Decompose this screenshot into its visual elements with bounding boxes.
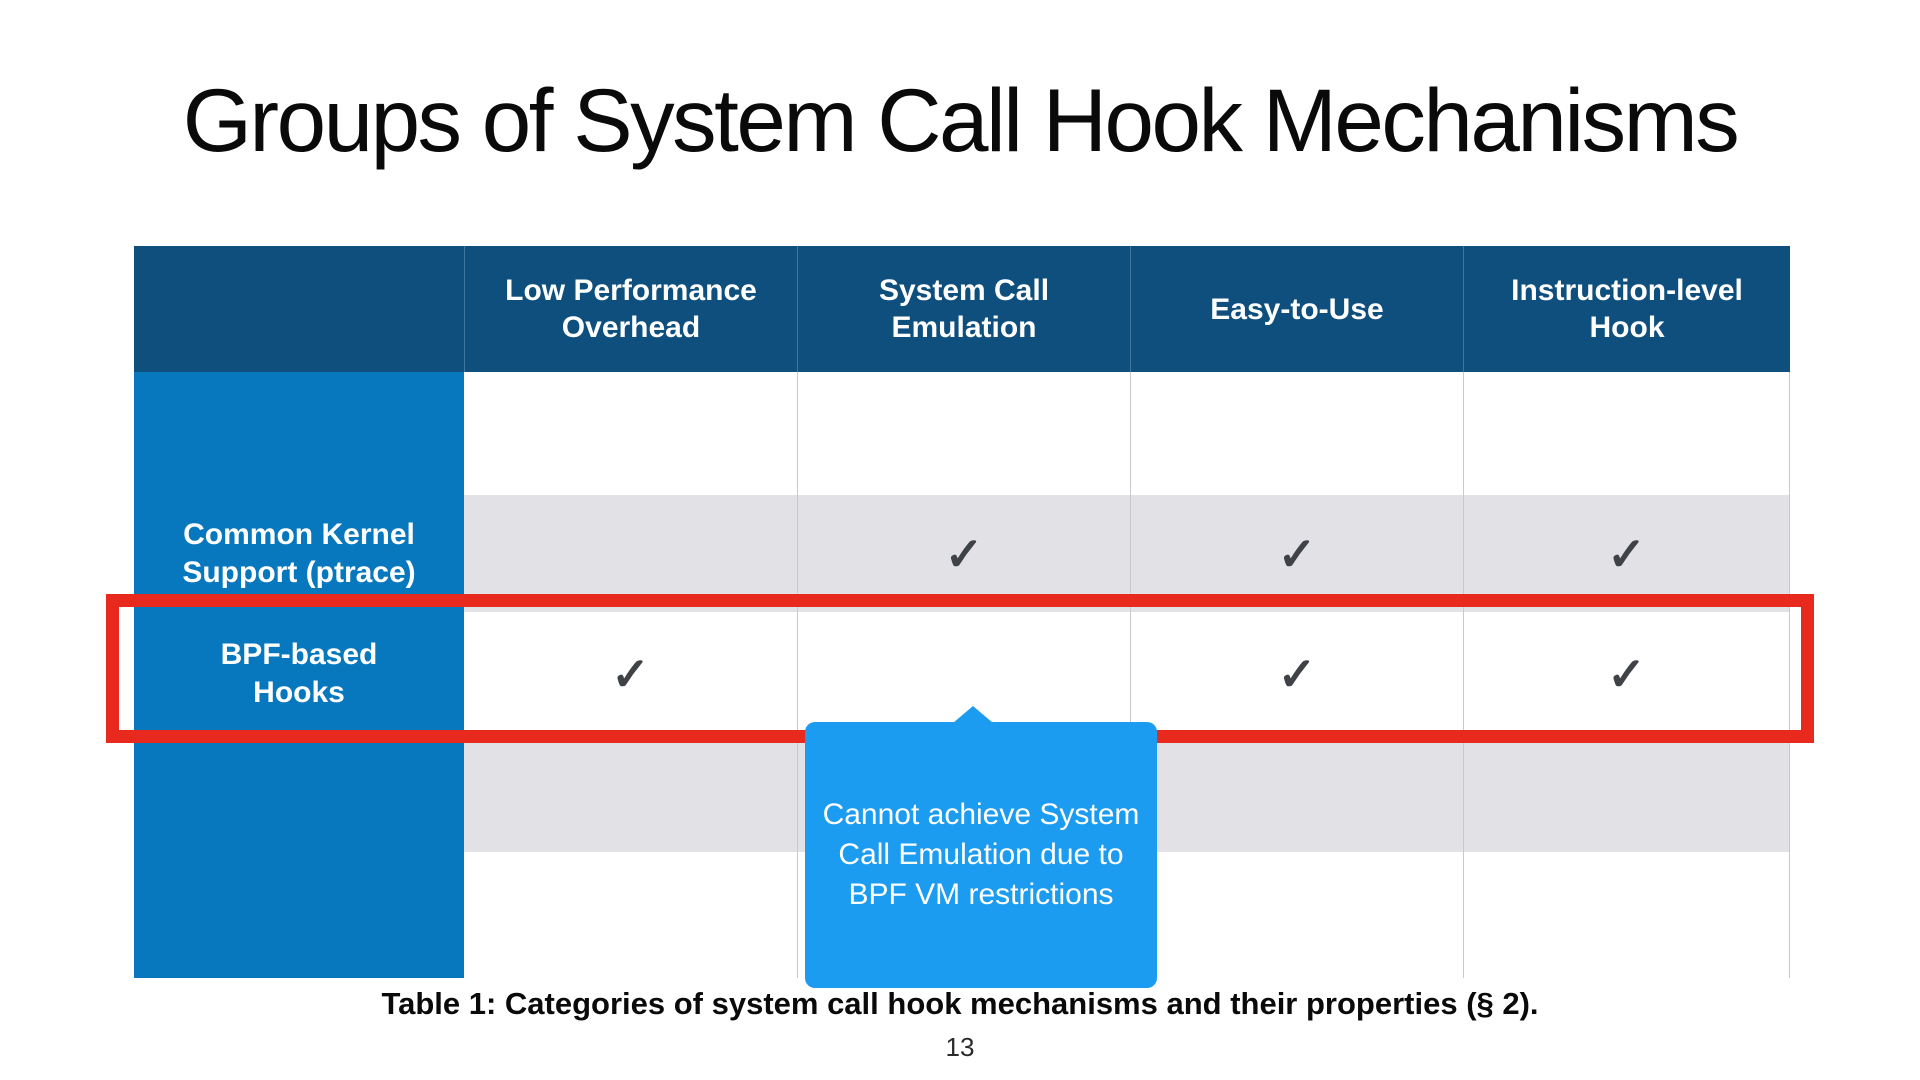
- callout-line: Call Emulation due to: [838, 838, 1124, 871]
- check-cell: ✓: [1130, 495, 1463, 612]
- callout-line: Cannot achieve System: [822, 798, 1140, 831]
- check-cell: ✓: [1463, 612, 1790, 735]
- table-cell: [797, 372, 1130, 495]
- header-cell-easy-to-use: Easy-to-Use: [1130, 246, 1463, 372]
- row-label: [134, 372, 464, 495]
- table-caption: Table 1: Categories of system call hook …: [381, 986, 1539, 1021]
- table-row-common-kernel-support: Common Kernel Support (ptrace) ✓ ✓ ✓: [134, 495, 1790, 612]
- table-cell: [1463, 852, 1790, 978]
- header-cell-system-call-emulation: System Call Emulation: [797, 246, 1130, 372]
- table-cell: [1130, 372, 1463, 495]
- header-cell-instruction-level-hook: Instruction-level Hook: [1463, 246, 1790, 372]
- row-label-bpf-based-hooks: BPF-based Hooks: [134, 612, 464, 735]
- row-label-common-kernel-support: Common Kernel Support (ptrace): [134, 495, 464, 612]
- callout-line: BPF VM restrictions: [848, 878, 1114, 911]
- callout-pointer: [953, 706, 993, 723]
- table-cell: [1130, 735, 1463, 852]
- table-cell: [464, 372, 797, 495]
- row-label: [134, 735, 464, 852]
- table-cell: [1130, 852, 1463, 978]
- header-corner-cell: [134, 246, 464, 372]
- check-cell: ✓: [464, 612, 797, 735]
- table-cell: [797, 612, 1130, 735]
- slide-title: Groups of System Call Hook Mechanisms: [182, 70, 1740, 170]
- table-cell: [1463, 372, 1790, 495]
- header-cell-low-performance-overhead: Low Performance Overhead: [464, 246, 797, 372]
- check-cell: ✓: [1463, 495, 1790, 612]
- table-cell: [464, 735, 797, 852]
- check-cell: ✓: [797, 495, 1130, 612]
- page-number: 13: [945, 1032, 975, 1062]
- table-row-empty-top: [134, 372, 1790, 495]
- table-row-bpf-based-hooks: BPF-based Hooks ✓ ✓ ✓: [134, 612, 1790, 735]
- check-cell: ✓: [1130, 612, 1463, 735]
- table-cell: [464, 852, 797, 978]
- table-cell: [1463, 735, 1790, 852]
- row-label: [134, 852, 464, 978]
- callout-bubble: Cannot achieve System Call Emulation due…: [805, 706, 1157, 988]
- table-header-row: Low Performance Overhead System Call Emu…: [134, 246, 1790, 372]
- table-cell: [464, 495, 797, 612]
